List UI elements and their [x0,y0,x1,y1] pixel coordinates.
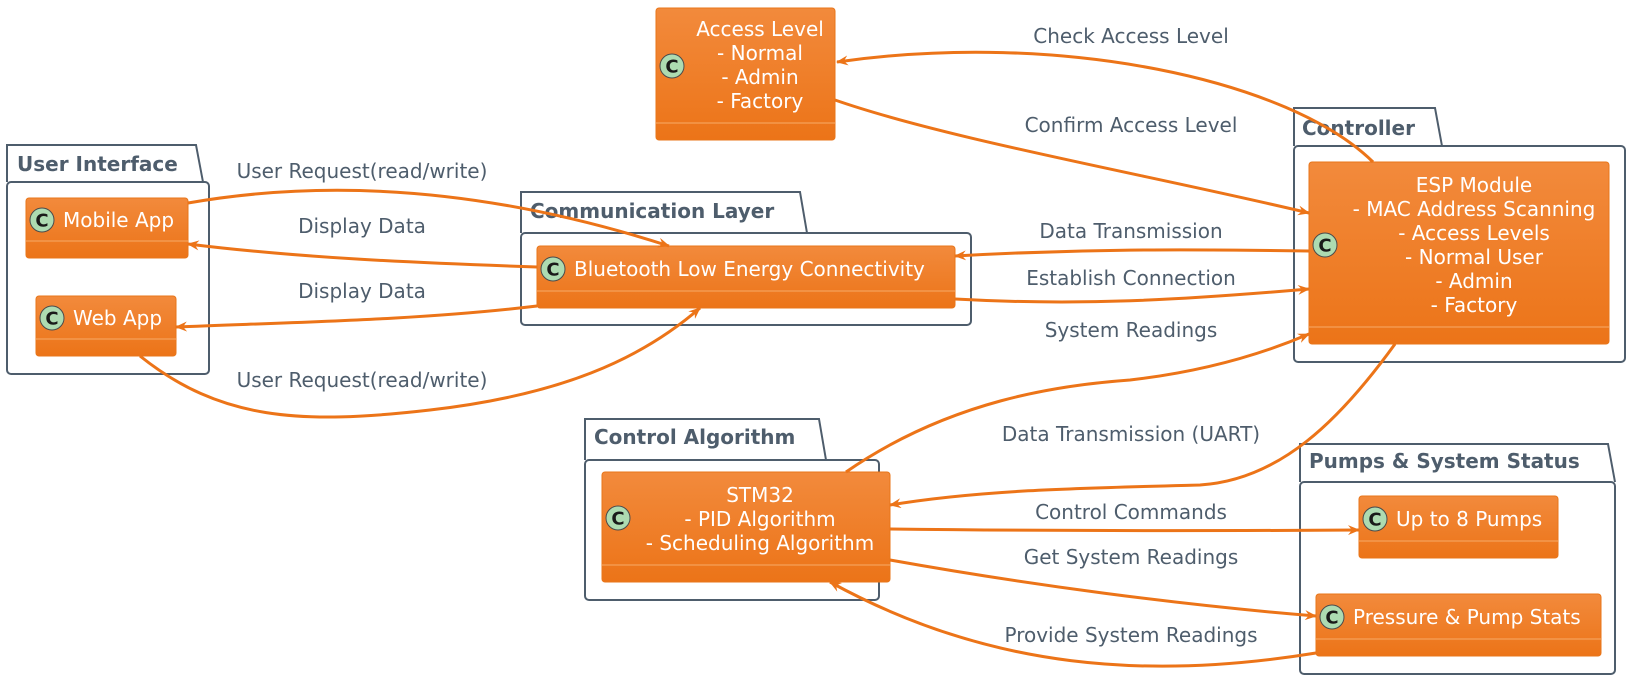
class-c-icon [605,505,631,531]
edge-label: Display Data [298,214,426,238]
class-c-icon [540,256,566,282]
package-title: Control Algorithm [594,425,795,449]
edge-user-request-web: User Request(read/write) [139,306,701,419]
svg-text:C: C [665,57,678,78]
class-line: - Normal User [1405,245,1544,269]
edge-label: Data Transmission [1039,219,1222,243]
edge-label: Get System Readings [1024,545,1239,569]
class-web-app[interactable]: C Web App [35,295,177,357]
edge-label: Data Transmission (UART) [1002,422,1260,446]
class-line: - Access Levels [1398,221,1550,245]
edge-display-data-web: Display Data [175,279,538,332]
edge-label: Provide System Readings [1004,623,1257,647]
class-c-icon [1319,604,1345,630]
class-line: ESP Module [1416,173,1532,197]
class-c-icon [29,207,55,233]
class-line: Up to 8 Pumps [1396,507,1542,531]
svg-text:C: C [1325,608,1338,629]
svg-text:C: C [546,260,559,281]
class-line: - Normal [717,41,803,65]
class-line: Mobile App [63,208,174,232]
svg-text:C: C [1368,510,1381,531]
svg-text:C: C [611,509,624,530]
class-c-icon [1362,506,1388,532]
edge-user-request-mobile: User Request(read/write) [187,159,670,248]
edge-control-commands: Control Commands [889,500,1360,536]
edge-label: Confirm Access Level [1025,113,1238,137]
class-pressure-pump-stats[interactable]: C Pressure & Pump Stats [1315,593,1602,657]
package-title: Pumps & System Status [1309,449,1580,473]
class-c-icon [1312,232,1338,258]
edge-provide-system-readings: Provide System Readings [829,580,1317,668]
class-c-icon [39,305,65,331]
edge-label: Establish Connection [1026,266,1236,290]
class-line: Pressure & Pump Stats [1353,605,1581,629]
class-line: Bluetooth Low Energy Connectivity [574,257,925,281]
edge-get-system-readings: Get System Readings [889,545,1317,621]
edge-label: Check Access Level [1033,24,1229,48]
svg-text:C: C [45,309,58,330]
edge-check-access-level: Check Access Level [836,24,1375,164]
package-title: User Interface [17,152,178,176]
class-c-icon [659,53,685,79]
edge-label: System Readings [1045,318,1218,342]
class-up-to-8-pumps[interactable]: C Up to 8 Pumps [1358,495,1559,559]
edge-label: User Request(read/write) [237,159,488,183]
class-line: - Admin [1435,269,1512,293]
edge-label: User Request(read/write) [237,368,488,392]
class-line: Access Level [696,17,824,41]
edge-data-transmission: Data Transmission [954,219,1310,261]
package-title: Communication Layer [530,199,774,223]
edge-label: Display Data [298,279,426,303]
class-line: Web App [73,306,162,330]
package-title: Controller [1302,116,1415,140]
edge-display-data-mobile: Display Data [187,214,538,269]
class-access-level[interactable]: C Access Level - Normal - Admin - Factor… [655,7,836,141]
class-bluetooth-low-energy[interactable]: C Bluetooth Low Energy Connectivity [536,245,956,309]
svg-text:C: C [35,211,48,232]
class-line: - Factory [717,89,804,113]
class-stm32[interactable]: C STM32 - PID Algorithm - Scheduling Alg… [601,471,891,583]
class-line: STM32 [726,483,794,507]
class-line: - Scheduling Algorithm [646,531,874,555]
class-line: - MAC Address Scanning [1353,197,1596,221]
class-esp-module[interactable]: C ESP Module - MAC Address Scanning - Ac… [1308,161,1610,345]
svg-text:C: C [1318,236,1331,257]
edge-system-readings: System Readings [845,318,1310,474]
class-mobile-app[interactable]: C Mobile App [25,197,189,259]
class-line: - Admin [721,65,798,89]
edge-label: Control Commands [1035,500,1227,524]
edge-data-transmission-uart: Data Transmission (UART) [889,343,1397,509]
class-line: - Factory [1431,293,1518,317]
edge-confirm-access-level: Confirm Access Level [834,98,1310,216]
edge-establish-connection: Establish Connection [954,266,1310,304]
class-line: - PID Algorithm [684,507,835,531]
